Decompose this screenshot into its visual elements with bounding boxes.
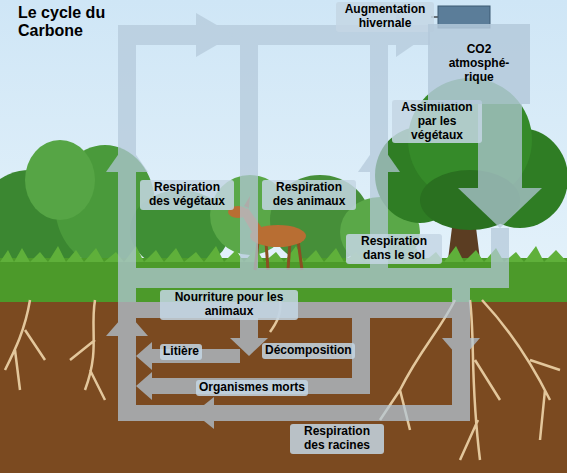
- flow-label: Respiration des végétaux: [140, 180, 234, 210]
- flow-arrowhead: [106, 312, 148, 336]
- flow-pipe: [136, 268, 509, 288]
- flow-pipe: [240, 45, 258, 270]
- flow-arrowhead: [136, 342, 152, 370]
- root: [5, 300, 45, 390]
- flow-label: Respiration des racines: [290, 424, 384, 454]
- flow-pipe: [136, 405, 470, 421]
- flow-arrowhead: [194, 397, 214, 429]
- flow-pipe: [240, 318, 258, 340]
- flow-arrowhead: [442, 338, 480, 360]
- flow-label: Respiration des animaux: [262, 180, 356, 210]
- node-text: CO2 atmosphé-rique: [445, 43, 513, 84]
- bush: [25, 140, 95, 220]
- flow-arrowhead: [106, 142, 148, 172]
- flow-pipe: [478, 104, 522, 190]
- flow-arrowhead: [196, 13, 234, 57]
- flow-label: Décomposition: [262, 343, 355, 359]
- flow-pipe: [491, 228, 509, 268]
- flow-label: Augmentation hivernale: [336, 2, 434, 32]
- flow-arrowhead: [358, 142, 400, 172]
- flow-label: Respiration dans le sol: [346, 234, 442, 264]
- flow-label: Litière: [160, 344, 202, 360]
- flow-pipe: [118, 290, 136, 421]
- carbon-flow-pipes: [106, 13, 542, 429]
- deer-leg: [298, 240, 302, 270]
- root: [482, 300, 560, 440]
- diagram-title: Le cycle du Carbone: [18, 4, 118, 41]
- roots: [5, 300, 560, 460]
- atmosphere-box: CO2 atmosphé-rique: [428, 24, 530, 104]
- flow-label: Assimilation par les végétaux: [392, 100, 482, 143]
- flow-arrowhead: [136, 372, 152, 400]
- root: [70, 300, 105, 400]
- sky: [0, 0, 567, 310]
- flow-label: Nourriture pour les animaux: [160, 290, 298, 320]
- flow-pipe: [352, 318, 370, 394]
- flow-label: Organismes morts: [196, 380, 308, 396]
- flow-arrowhead: [458, 188, 542, 228]
- grass-blades: [0, 246, 567, 262]
